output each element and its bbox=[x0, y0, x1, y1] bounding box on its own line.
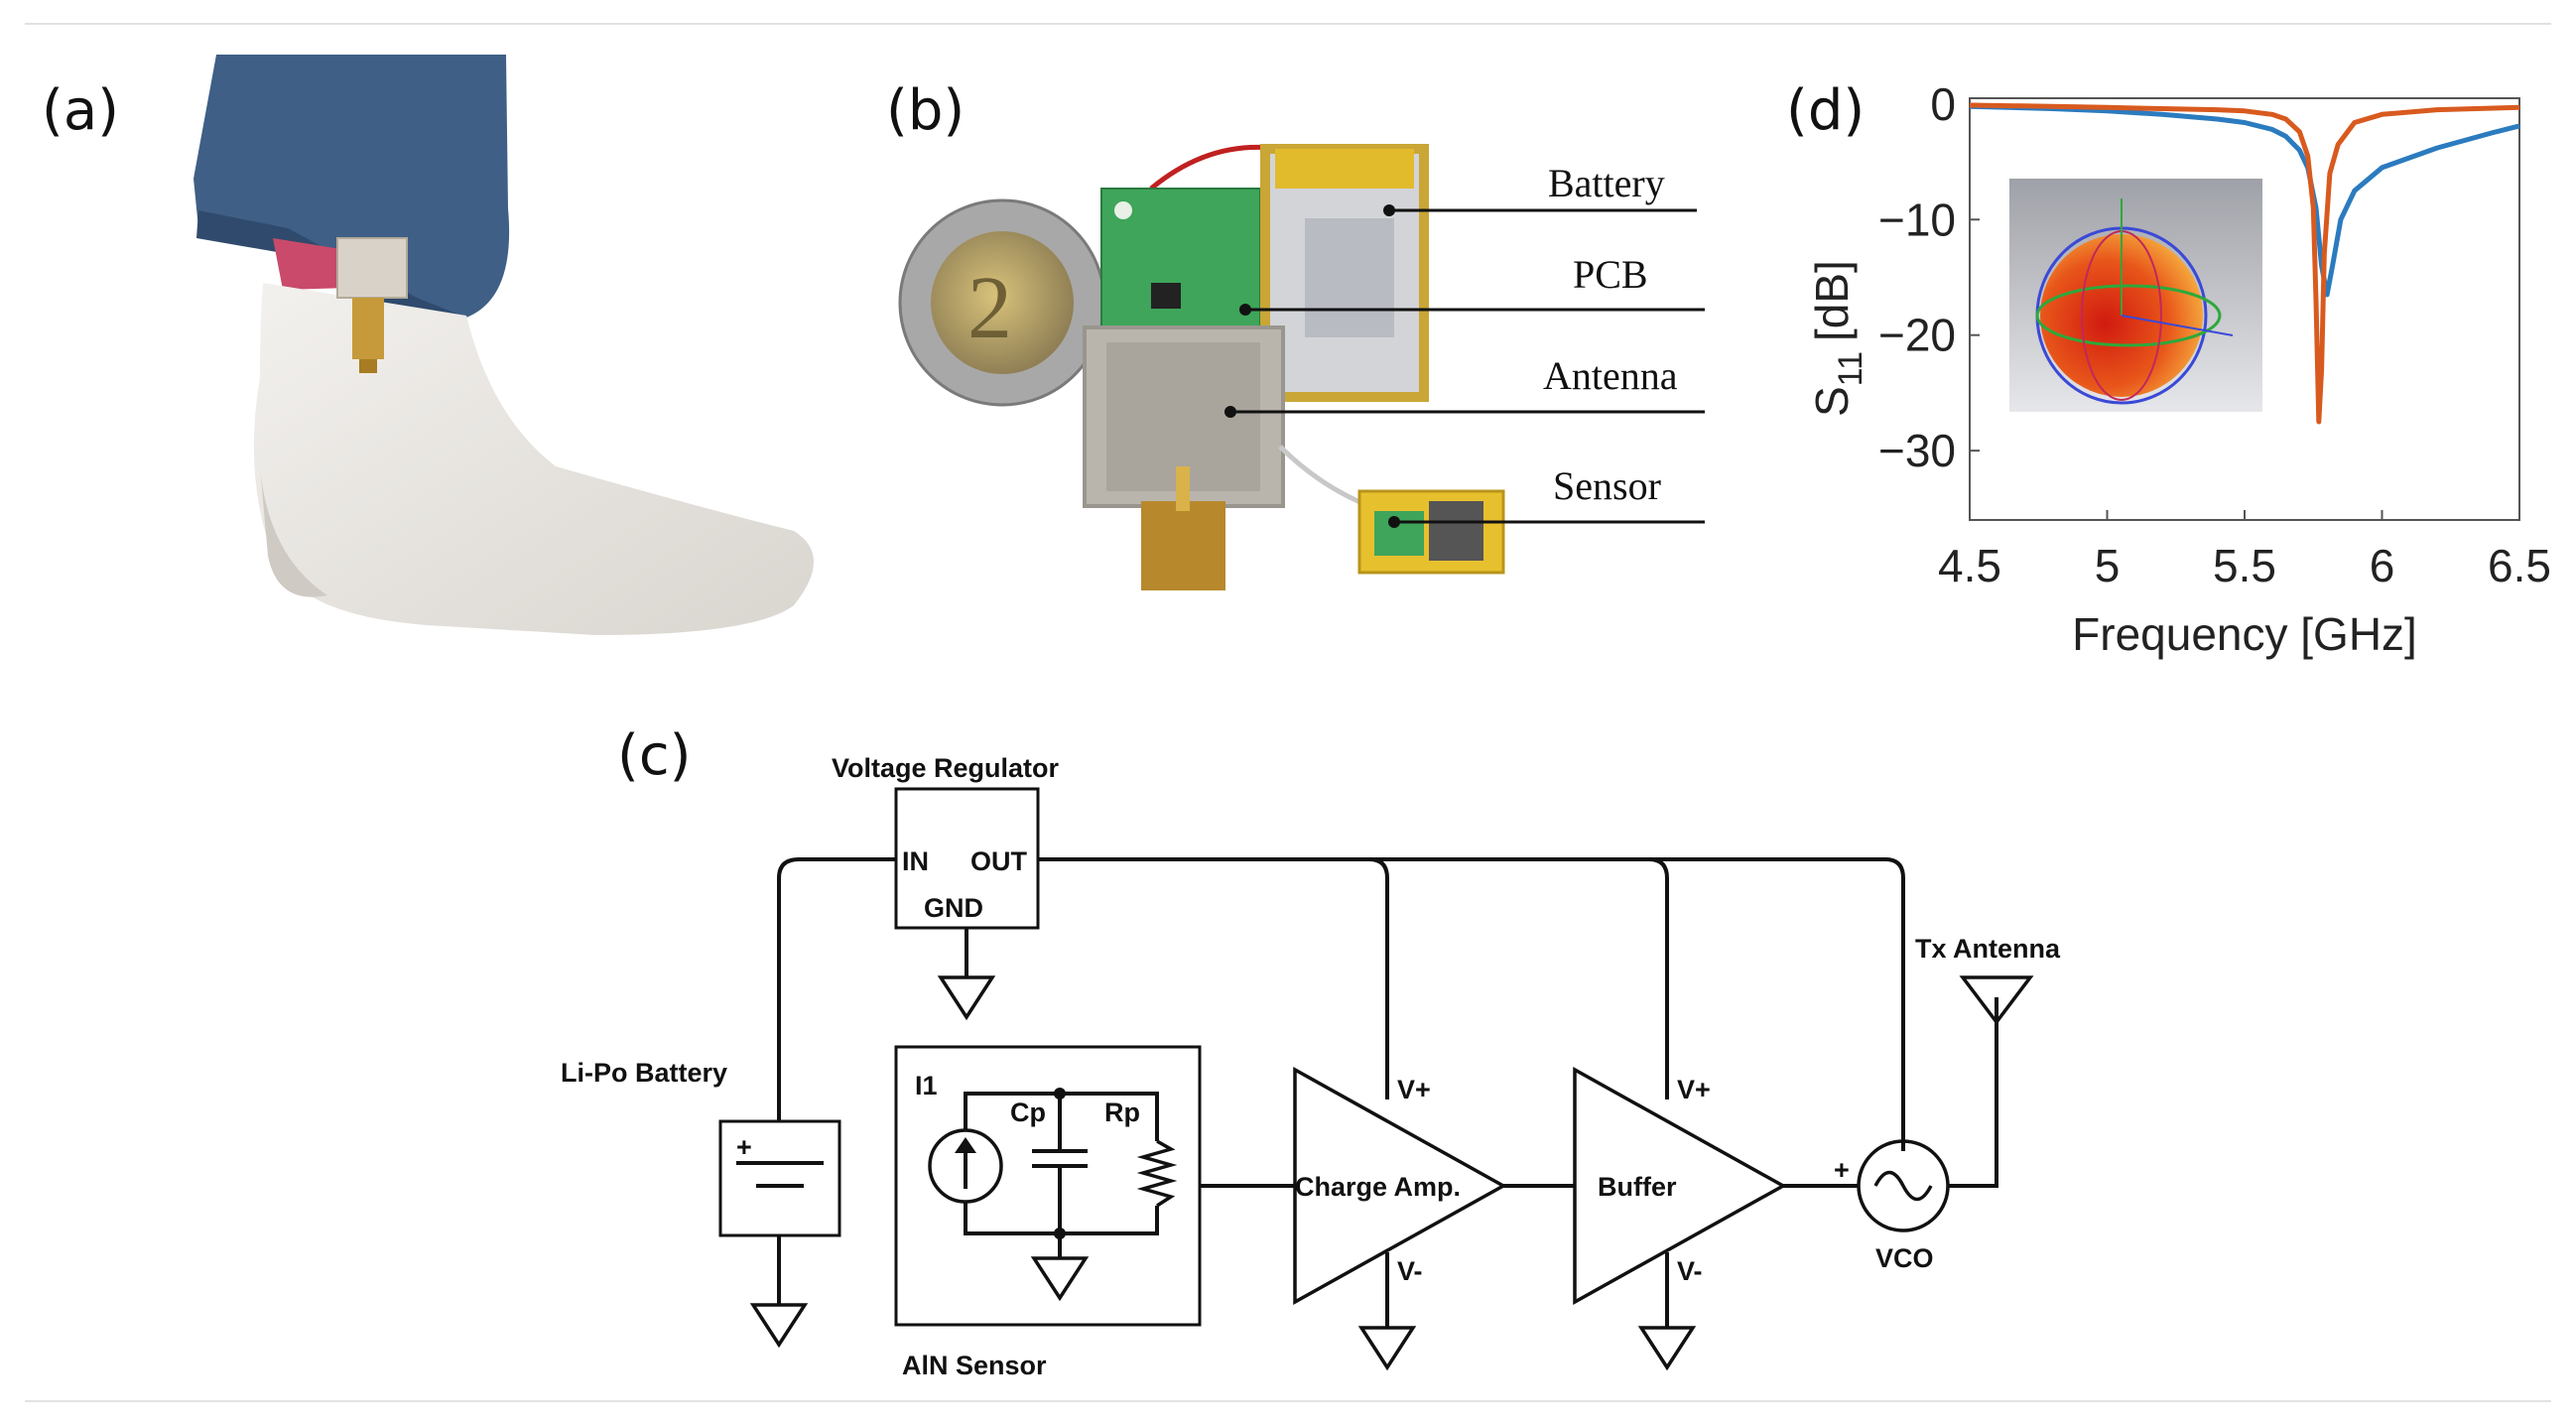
pcb-chip bbox=[1151, 283, 1181, 309]
resistor-label: Rp bbox=[1104, 1098, 1140, 1127]
sensor-title: AlN Sensor bbox=[902, 1351, 1047, 1380]
inset-radiation-pattern bbox=[2009, 179, 2262, 412]
ankle-device-connector bbox=[352, 298, 384, 359]
y-axis-label: S11 [dB] bbox=[1806, 260, 1869, 417]
wire-battery-to-in bbox=[777, 857, 896, 1121]
ylabel-sub: 11 bbox=[1832, 351, 1869, 386]
buffer-vplus: V+ bbox=[1677, 1075, 1711, 1104]
y-tick-label: −30 bbox=[1878, 425, 1956, 476]
sma-connector bbox=[1141, 501, 1225, 590]
jeans-shape bbox=[193, 55, 510, 318]
voltage-regulator-title: Voltage Regulator bbox=[832, 753, 1060, 783]
battery-top bbox=[1275, 149, 1414, 189]
x-tick-label: 5 bbox=[2095, 540, 2121, 591]
ground-symbol-charge-amp bbox=[1357, 1326, 1417, 1371]
svg-text:S11[dB]: S11 [dB] bbox=[1806, 260, 1869, 417]
leader-dot-battery bbox=[1383, 204, 1395, 216]
vco-plus: + bbox=[1834, 1155, 1850, 1185]
battery-label bbox=[1305, 218, 1394, 337]
charge-amp-vplus: V+ bbox=[1397, 1075, 1431, 1104]
sensor-cable bbox=[1278, 445, 1370, 509]
ankle-device-tip bbox=[359, 359, 377, 373]
x-tick-label: 6.5 bbox=[2488, 540, 2551, 591]
label-pcb: PCB bbox=[1573, 252, 1648, 297]
label-antenna: Antenna bbox=[1543, 353, 1678, 398]
inset-ring-green bbox=[2035, 284, 2222, 347]
y-tick-label: −20 bbox=[1878, 310, 1956, 361]
series-line-orange bbox=[1969, 102, 2520, 425]
panel-c-schematic: (c) Voltage Regulator IN OUT GND Li-Po B… bbox=[561, 723, 2061, 1380]
x-tick-label: 6 bbox=[2370, 540, 2395, 591]
panel-label-d: (d) bbox=[1786, 78, 1865, 143]
antenna-title: Tx Antenna bbox=[1915, 934, 2061, 964]
y-axis-ticks: 0 −10 −20 −30 bbox=[1878, 78, 1980, 476]
regulator-gnd: GND bbox=[924, 893, 983, 923]
y-tick-label: −10 bbox=[1878, 194, 1956, 245]
buffer-label: Buffer bbox=[1598, 1172, 1677, 1202]
coin-inner bbox=[931, 231, 1074, 374]
antenna-icon bbox=[1959, 975, 2034, 1025]
y-tick-label: 0 bbox=[1930, 78, 1956, 130]
sock-heel-shade bbox=[260, 466, 327, 597]
ground-symbol-sensor bbox=[1030, 1256, 1090, 1302]
resistor-zigzag-icon bbox=[1136, 1139, 1178, 1208]
vco-sine-wave bbox=[1873, 1170, 1933, 1202]
charge-amp-label: Charge Amp. bbox=[1295, 1172, 1461, 1202]
wire-rail-to-buffer bbox=[1648, 857, 1669, 1100]
coin-numeral: 2 bbox=[967, 259, 1012, 357]
ground-symbol-regulator bbox=[937, 975, 996, 1021]
panel-label-a: (a) bbox=[42, 78, 119, 143]
buffer-vminus: V- bbox=[1677, 1256, 1703, 1286]
panel-d-chart: (d) 0 −10 −20 −30 4.5 5 5.5 6 6.5 S11 [dB] Frequ… bbox=[1786, 78, 2551, 660]
ylabel-unit: [dB] bbox=[1806, 260, 1858, 341]
panel-a-photo: (a) bbox=[42, 55, 814, 635]
label-battery: Battery bbox=[1548, 161, 1665, 205]
sensor-pcb bbox=[1374, 511, 1424, 556]
pcb-hole bbox=[1114, 201, 1132, 219]
battery-title: Li-Po Battery bbox=[561, 1058, 727, 1088]
regulator-in: IN bbox=[902, 846, 929, 876]
wire-vco-to-antenna bbox=[1948, 997, 1998, 1188]
ground-symbol-buffer bbox=[1637, 1326, 1697, 1371]
charge-amp-vminus: V- bbox=[1397, 1256, 1423, 1286]
inset-x-axis bbox=[2121, 315, 2234, 336]
leader-dot-sensor bbox=[1388, 516, 1400, 528]
charge-amp-triangle bbox=[1293, 1067, 1507, 1305]
junction-dot-top bbox=[1054, 1088, 1066, 1100]
leader-dot-pcb bbox=[1239, 304, 1251, 316]
panel-label-c: (c) bbox=[617, 723, 691, 788]
vco-label: VCO bbox=[1875, 1243, 1934, 1273]
x-tick-label: 5.5 bbox=[2213, 540, 2276, 591]
battery-plus: + bbox=[736, 1132, 752, 1162]
current-source-arrow-head bbox=[955, 1137, 976, 1153]
sma-pin bbox=[1176, 466, 1190, 511]
panel-label-b: (b) bbox=[886, 78, 965, 143]
capacitor-label: Cp bbox=[1010, 1098, 1046, 1127]
wire-rail-to-chargeamp bbox=[1368, 857, 1389, 1100]
panel-b-photo: (b) 2 Battery PCB Antenn bbox=[886, 78, 1705, 590]
leader-dot-antenna bbox=[1224, 406, 1236, 418]
ankle-device-pcb bbox=[336, 237, 408, 299]
label-sensor: Sensor bbox=[1553, 463, 1661, 508]
buffer-triangle bbox=[1573, 1067, 1787, 1305]
ground-symbol-battery bbox=[749, 1303, 809, 1349]
x-tick-label: 4.5 bbox=[1938, 540, 2001, 591]
current-source-icon bbox=[928, 1128, 1003, 1204]
current-source-label: I1 bbox=[915, 1071, 938, 1100]
series-lines bbox=[1969, 102, 2520, 425]
x-axis-ticks: 4.5 5 5.5 6 6.5 bbox=[1938, 510, 2551, 591]
ylabel-main: S bbox=[1806, 386, 1858, 417]
x-axis-label: Frequency [GHz] bbox=[2072, 608, 2417, 660]
ankle-skin bbox=[273, 238, 349, 290]
sock-shape bbox=[253, 283, 814, 635]
regulator-out: OUT bbox=[970, 846, 1028, 876]
wire-out-rail bbox=[1038, 857, 1905, 1151]
sensor-element bbox=[1429, 501, 1483, 561]
